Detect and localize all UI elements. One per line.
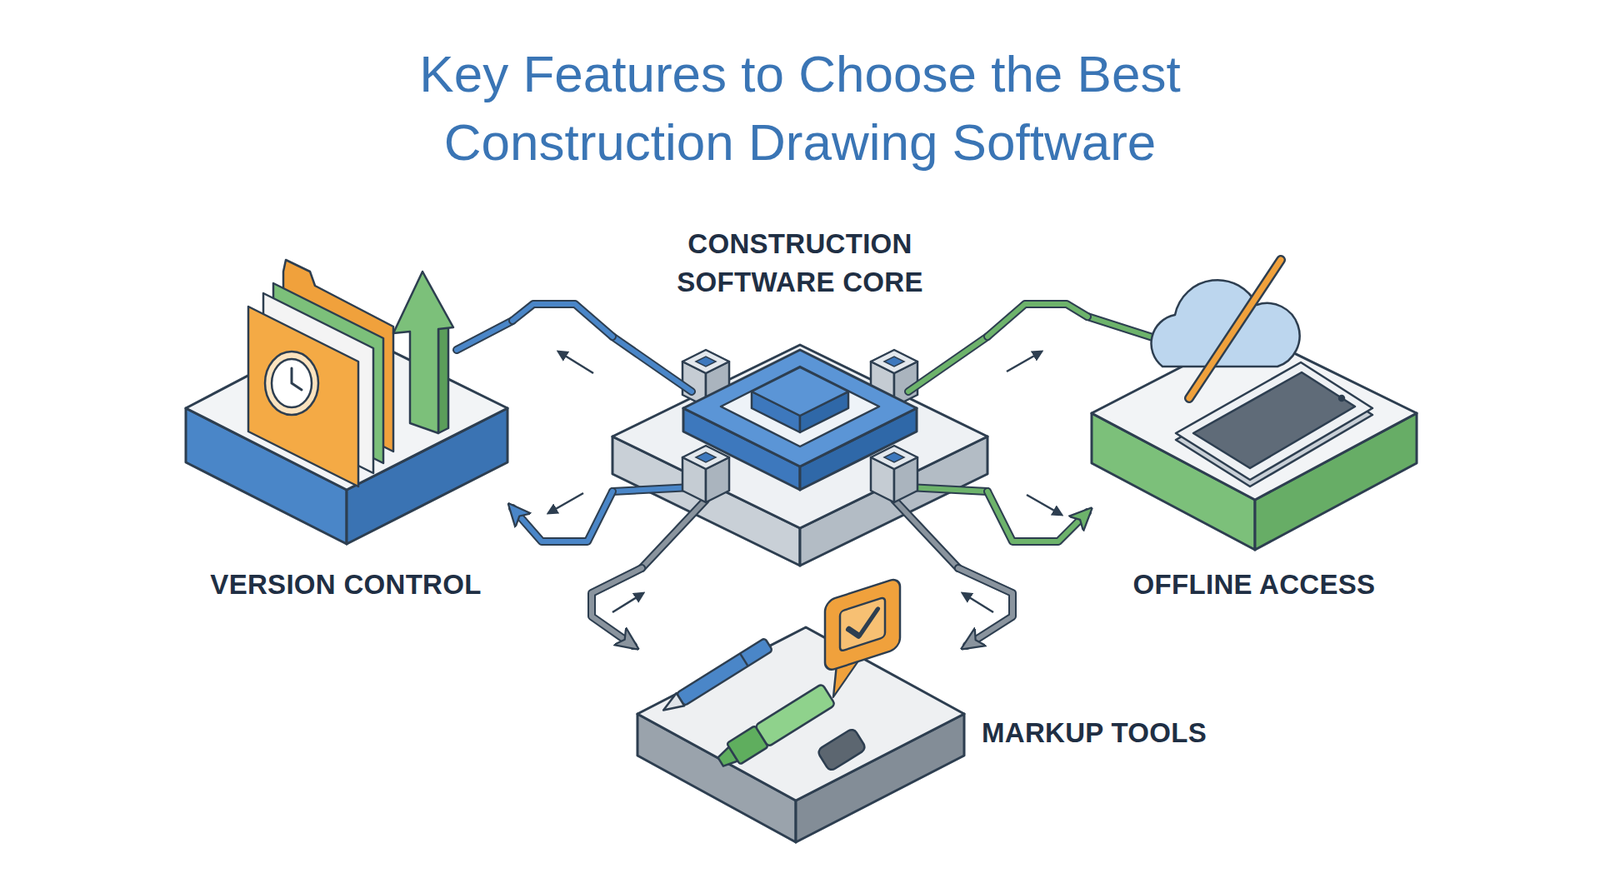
connector — [512, 304, 613, 337]
pen-icon — [740, 653, 749, 666]
tablet-icon — [1339, 395, 1345, 401]
feature-platform: MARKUP TOOLS — [633, 583, 967, 849]
pen-icon — [659, 693, 685, 717]
flow-arrow — [962, 593, 994, 613]
pipe-stub — [908, 336, 988, 392]
flow-arrow — [1006, 351, 1042, 372]
up-arrow-icon — [438, 324, 449, 434]
pipe-stub — [908, 487, 988, 492]
feature-label: CONSTRUCTION SOFTWARE CORE — [620, 225, 980, 302]
tablet-icon — [1175, 369, 1373, 487]
connector-outline — [958, 568, 1013, 646]
core-ring — [720, 366, 880, 447]
label-holder: MARKUP TOOLS — [981, 716, 1207, 750]
pen-icon — [676, 638, 774, 707]
connector-outline — [987, 491, 1088, 542]
feature-label: MARKUP TOOLS — [981, 716, 1207, 750]
pipe-stub — [612, 336, 692, 392]
pipe-stub — [894, 500, 959, 569]
feature-label: OFFLINE ACCESS — [1133, 568, 1376, 602]
markup-platform — [637, 627, 965, 801]
pipe-stub — [894, 500, 959, 569]
connector — [987, 491, 1088, 542]
label-holder: VERSION CONTROL — [210, 568, 481, 602]
diagram-title: Key Features to Choose the Best Construc… — [320, 40, 1280, 177]
core-ring — [751, 367, 849, 416]
cloud-icon — [1151, 260, 1300, 399]
pipe-stub — [456, 320, 513, 350]
core-hub: CONSTRUCTION SOFTWARE CORE — [612, 320, 988, 569]
connector-outline — [591, 568, 642, 646]
flow-arrow — [558, 351, 594, 374]
cloud-icon — [1189, 260, 1281, 399]
connector — [512, 491, 613, 542]
highlighter-icon — [755, 684, 835, 748]
core-ring — [683, 350, 917, 467]
pipe-stub — [908, 487, 988, 492]
pipe-stub — [641, 500, 706, 569]
comment-icon — [840, 597, 885, 653]
pipe-stub — [612, 336, 692, 392]
markup-platform — [637, 627, 965, 843]
folder-icon — [265, 351, 319, 415]
feature-platform: OFFLINE ACCESS — [1087, 229, 1421, 550]
feature-platform: VERSION CONTROL — [179, 266, 513, 550]
label-holder: OFFLINE ACCESS — [1133, 568, 1376, 602]
pipe-stub — [612, 487, 692, 492]
connector-outline — [512, 491, 613, 542]
cloud-icon — [1189, 260, 1281, 399]
cloud-icon — [1151, 280, 1300, 367]
pipe-stub — [908, 336, 988, 392]
flow-arrow — [1026, 495, 1062, 515]
pipe-stub — [456, 316, 1171, 569]
pen-icon — [659, 638, 773, 717]
connector — [591, 568, 642, 646]
pipe-stub — [612, 487, 692, 492]
socket — [870, 445, 918, 503]
flow-arrow — [612, 593, 644, 613]
folder-icon — [291, 368, 302, 390]
eraser-icon — [816, 728, 867, 773]
socket — [682, 445, 730, 503]
up-arrow-icon — [393, 271, 454, 434]
pipe-stub — [641, 500, 706, 569]
comment-icon — [848, 610, 878, 640]
label-holder: CONSTRUCTION SOFTWARE CORE — [620, 225, 980, 302]
up-arrow-icon — [393, 271, 454, 434]
highlighter-icon — [714, 684, 836, 774]
connector-outline — [987, 304, 1088, 337]
connector-outline — [512, 304, 613, 337]
folder-icon — [271, 359, 312, 408]
connector — [987, 304, 1088, 337]
eraser-icon — [816, 728, 867, 773]
feature-label: VERSION CONTROL — [210, 568, 481, 602]
flow-arrow — [548, 493, 584, 514]
tablet-icon — [1193, 372, 1355, 469]
pipe-stub — [456, 320, 513, 350]
comment-icon — [825, 577, 900, 673]
folder-icon — [248, 260, 394, 487]
comment-icon — [825, 577, 900, 700]
folder-icon — [248, 306, 359, 487]
connector — [958, 568, 1013, 646]
